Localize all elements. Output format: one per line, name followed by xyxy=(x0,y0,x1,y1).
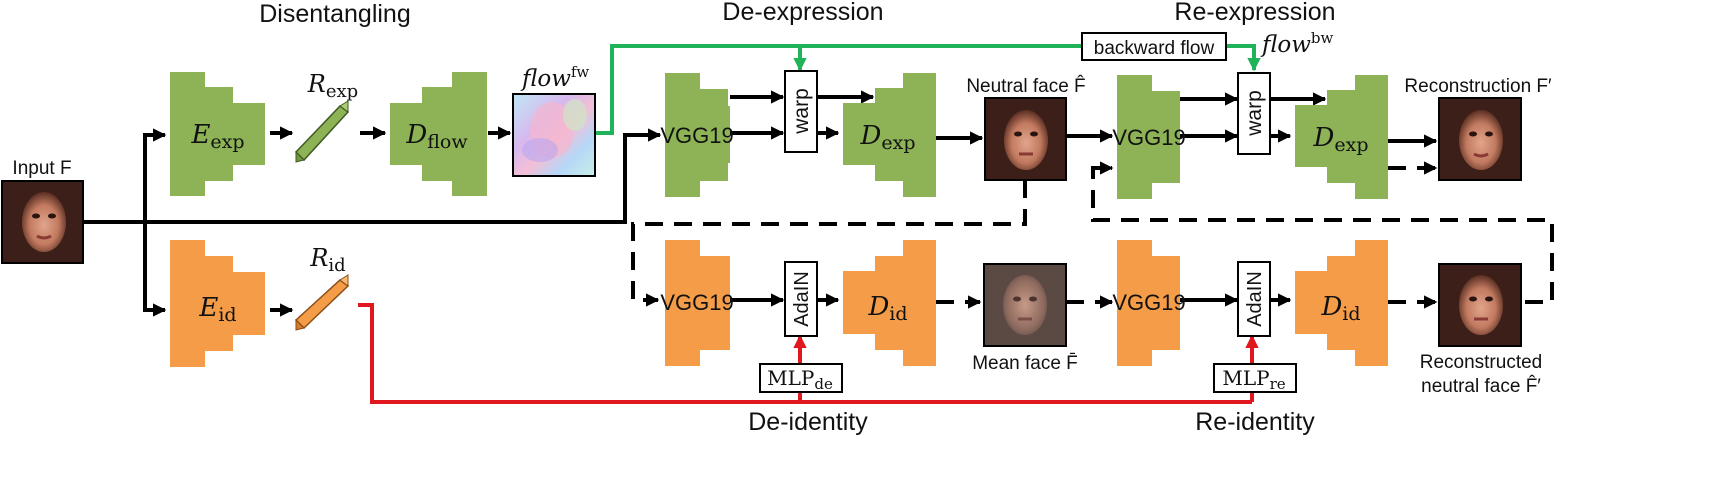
reconstruction-caption: Reconstruction F′ xyxy=(1404,76,1552,97)
e-exp-block xyxy=(170,72,265,196)
reconstructed-neutral-caption-line2: neutral face F̂′ xyxy=(1421,375,1541,397)
warp-2-box xyxy=(1237,72,1271,155)
mlp-re-label: MLPre xyxy=(1222,366,1285,393)
input-to-eexp-arrow xyxy=(143,128,167,222)
d-flow-block xyxy=(390,72,487,196)
d-id-1-block xyxy=(843,240,936,366)
input-to-vgg-de-exp-arrow xyxy=(84,128,662,224)
d-exp-2-label: Dexp xyxy=(1313,123,1369,156)
d-id-1-label: Did xyxy=(867,292,907,325)
warp-1-label: warp xyxy=(790,88,813,135)
flow-fw-path xyxy=(596,44,1082,135)
mean-face-caption: Mean face F̄ xyxy=(972,353,1078,374)
reconstructed-neutral-face-image xyxy=(1438,263,1522,347)
header-re-identity: Re-identity xyxy=(1195,408,1315,436)
mlp-re-box xyxy=(1213,363,1297,393)
mlp-de-label: MLPde xyxy=(767,366,833,393)
flow-fw-label: flowfw xyxy=(520,63,589,92)
header-de-expression: De-expression xyxy=(722,0,883,26)
vgg-re-id-block xyxy=(1117,240,1180,366)
neutral-to-vgg-de-id-dashed xyxy=(631,180,1027,307)
r-exp-label: Rexp xyxy=(307,70,358,102)
reconstructed-neutral-caption-line1: Reconstructed xyxy=(1420,352,1543,373)
header-re-expression: Re-expression xyxy=(1174,0,1335,26)
adain-1-box xyxy=(784,261,818,337)
adain-2-label: AdaIN xyxy=(1244,271,1266,327)
e-id-block xyxy=(170,240,265,367)
d-exp-2-block xyxy=(1295,75,1388,199)
adain-1-label: AdaIN xyxy=(791,271,813,327)
neutral-face-caption: Neutral face F̂ xyxy=(966,75,1085,97)
vgg-de-id-label: VGG19 xyxy=(660,290,733,315)
identity-code-path xyxy=(358,303,1252,404)
d-flow-label: Dflow xyxy=(405,120,468,153)
warp-2-label: warp xyxy=(1243,90,1266,137)
r-id-label: Rid xyxy=(309,244,345,276)
e-exp-label: Eexp xyxy=(190,120,244,153)
d-id-2-block xyxy=(1295,240,1388,366)
e-id-label: Eid xyxy=(198,293,236,326)
mean-face-image xyxy=(983,263,1067,347)
input-to-eid-arrow xyxy=(143,222,167,317)
backward-flow-label: backward flow xyxy=(1094,38,1215,59)
r-id-bar xyxy=(294,274,350,331)
backward-flow-box xyxy=(1081,32,1227,61)
flow-fw-image xyxy=(512,93,596,177)
input-face-image xyxy=(1,180,84,264)
mlp-de-box xyxy=(759,363,843,393)
flow-bw-to-warp2-arrow xyxy=(1226,44,1261,72)
reconstruction-face-image xyxy=(1438,97,1522,181)
adain-2-box xyxy=(1237,261,1271,337)
flow-bw-label: flowbw xyxy=(1260,29,1333,58)
vgg-de-exp-block xyxy=(665,73,730,197)
header-disentangling: Disentangling xyxy=(259,0,411,28)
d-exp-1-label: Dexp xyxy=(860,121,916,154)
vgg-re-exp-block-base xyxy=(1117,75,1180,199)
header-de-identity: De-identity xyxy=(748,408,868,436)
vgg-re-exp-label: VGG19 xyxy=(1112,125,1185,150)
warp-1-box xyxy=(784,70,818,153)
vgg-re-id-label: VGG19 xyxy=(1112,290,1185,315)
r-exp-bar xyxy=(294,100,350,163)
vgg-de-exp-label: VGG19 xyxy=(660,123,733,148)
vgg-de-id-block xyxy=(665,240,730,366)
d-exp-1-block xyxy=(843,73,936,197)
neutral-face-image xyxy=(984,97,1067,181)
input-face-caption: Input F xyxy=(12,158,71,179)
d-id-2-label: Did xyxy=(1320,292,1360,325)
reconstructed-neutral-loop-dashed xyxy=(1091,161,1554,304)
